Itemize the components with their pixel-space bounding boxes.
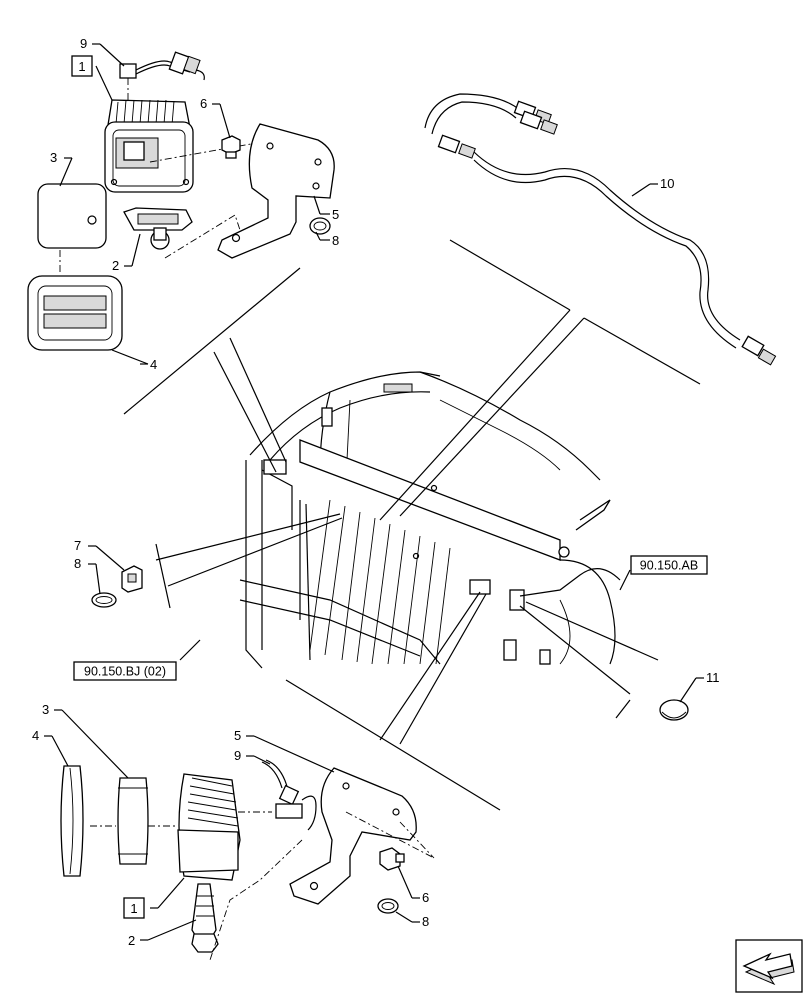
callout-1-bot: 1 (130, 901, 137, 916)
callout-box-1-bot (123, 897, 145, 919)
bottom-bezel (60, 765, 84, 877)
plug-cap (659, 699, 689, 721)
callout-6-bot: 6 (422, 890, 429, 905)
top-grommet (309, 217, 331, 235)
mid-clip (121, 565, 143, 593)
callout-7: 7 (74, 538, 81, 553)
reference-90-150-ab-label: 90.150.AB (640, 559, 698, 573)
callout-labels: 1 9 3 2 4 6 5 8 10 7 8 11 3 4 5 9 1 2 6 … (32, 36, 720, 948)
callout-4-bot: 4 (32, 728, 39, 743)
callout-9-bot: 9 (234, 748, 241, 763)
reference-90-150-bj[interactable]: 90.150.BJ (02) (73, 661, 177, 681)
callout-4-top: 4 (150, 357, 157, 372)
bottom-bracket-group (289, 767, 435, 914)
bottom-connector-cable (261, 759, 317, 831)
top-bolt (221, 135, 241, 159)
callout-8-bot: 8 (422, 914, 429, 929)
callout-1-top: 1 (78, 59, 85, 74)
bottom-bolt (379, 847, 405, 871)
callout-5-top: 5 (332, 207, 339, 222)
callout-2-top: 2 (112, 258, 119, 273)
callout-3-bot: 3 (42, 702, 49, 717)
bottom-work-light-assembly (60, 759, 317, 961)
callout-box-1-top (71, 55, 93, 77)
top-mount-clamp (123, 207, 193, 250)
bottom-grommet (377, 898, 399, 914)
callout-11: 11 (706, 670, 720, 685)
next-page-arrow-icon[interactable] (735, 939, 803, 993)
top-work-light-assembly (27, 51, 263, 351)
reference-90-150-ab[interactable]: 90.150.AB (630, 555, 708, 575)
callout-leaders (44, 43, 704, 941)
bottom-mount-stud (191, 883, 219, 953)
callout-9-top: 9 (80, 36, 87, 51)
top-bezel (27, 275, 123, 351)
top-lens (37, 183, 107, 249)
callout-8-mid: 8 (74, 556, 81, 571)
leader-lines (123, 239, 701, 811)
bottom-lens (117, 777, 149, 865)
cab-roof-view (239, 371, 621, 669)
mid-grommet (91, 592, 117, 608)
callout-3-top: 3 (50, 150, 57, 165)
top-bracket-group (217, 123, 335, 259)
callout-2-bot: 2 (128, 933, 135, 948)
reference-90-150-bj-label: 90.150.BJ (02) (84, 665, 166, 679)
callout-6-top: 6 (200, 96, 207, 111)
callout-10: 10 (660, 176, 674, 191)
top-connector-cable (119, 51, 205, 105)
wiring-harness (424, 93, 777, 366)
callout-8-top: 8 (332, 233, 339, 248)
top-lamp-housing (104, 99, 194, 193)
callout-5-bot: 5 (234, 728, 241, 743)
bottom-lamp-housing (177, 773, 241, 881)
